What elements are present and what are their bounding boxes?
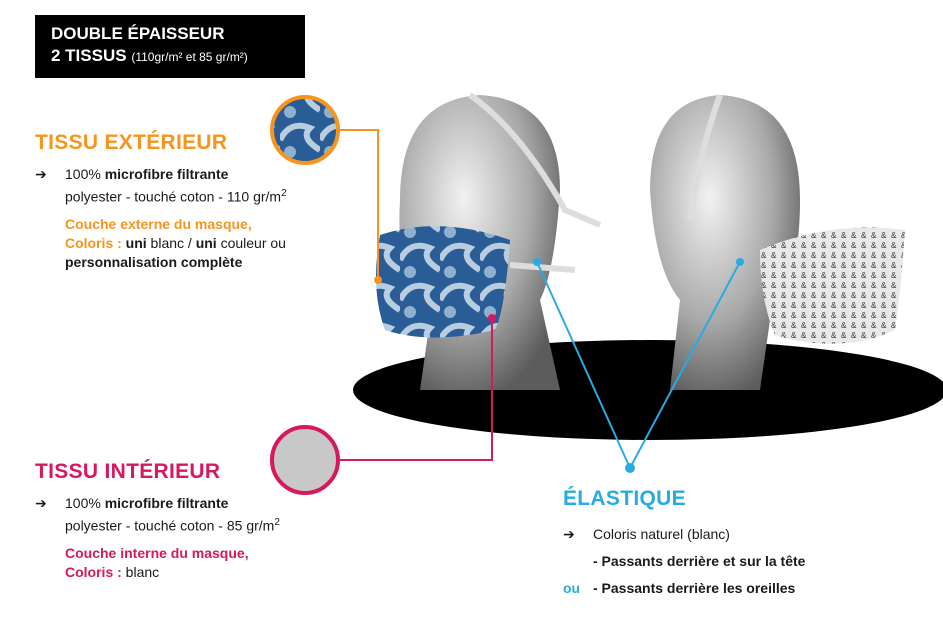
header-line2: 2 TISSUS bbox=[51, 46, 127, 65]
interior-section: TISSU INTÉRIEUR ➔ 100% microfibre filtra… bbox=[35, 460, 280, 580]
header-weights: (110gr/m² et 85 gr/m²) bbox=[131, 50, 248, 64]
printed-mask bbox=[760, 227, 905, 344]
elastic-section: ÉLASTIQUE ➔ Coloris naturel (blanc) - Pa… bbox=[563, 487, 806, 596]
exterior-section: TISSU EXTÉRIEUR ➔ 100% microfibre filtra… bbox=[35, 131, 287, 270]
outer-fabric-mask bbox=[376, 226, 510, 338]
exterior-title: TISSU EXTÉRIEUR bbox=[35, 131, 228, 154]
header-box: DOUBLE ÉPAISSEUR 2 TISSUS (110gr/m² et 8… bbox=[35, 15, 305, 78]
interior-title: TISSU INTÉRIEUR bbox=[35, 460, 221, 483]
elastic-title: ÉLASTIQUE bbox=[563, 487, 686, 510]
inner-fabric-swatch bbox=[270, 425, 340, 495]
head-left bbox=[376, 92, 602, 390]
head-right bbox=[650, 93, 905, 390]
header-line1: DOUBLE ÉPAISSEUR bbox=[51, 24, 225, 43]
arrow-icon: ➔ bbox=[563, 526, 575, 542]
arrow-icon: ➔ bbox=[35, 166, 47, 182]
arrow-icon: ➔ bbox=[35, 495, 47, 511]
